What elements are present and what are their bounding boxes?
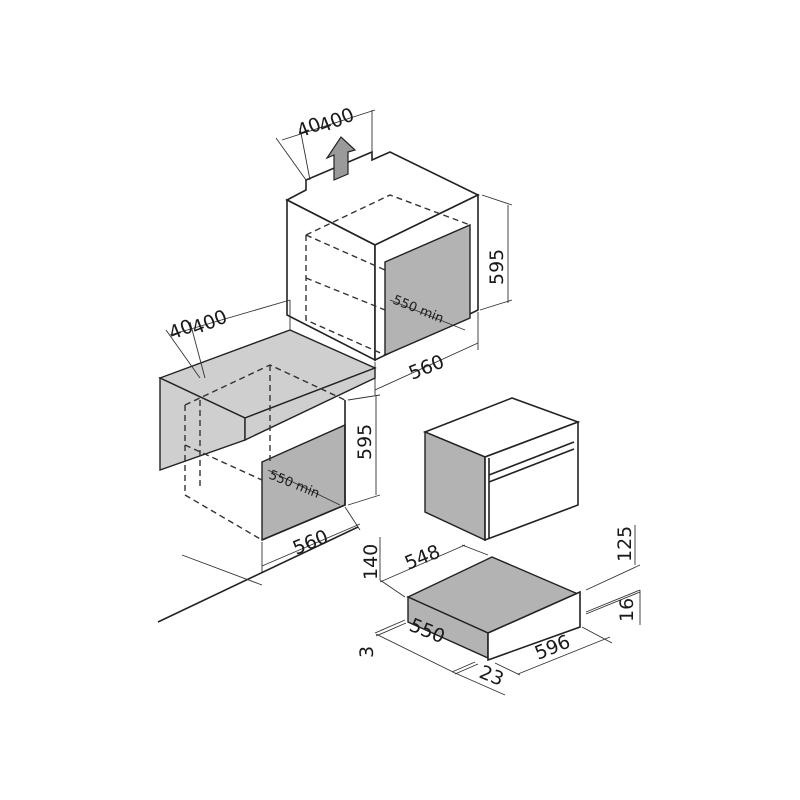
upper-cabinet (275, 109, 513, 395)
oven-front (484, 420, 579, 542)
countertop-side (244, 366, 376, 442)
drawer-front-thickness-label: 23 (476, 661, 507, 690)
upper-niche (384, 223, 471, 357)
drawer-depth-label: 548 (402, 541, 444, 575)
compact-oven (422, 397, 581, 542)
upper-vent-depth-label: 400 (316, 104, 358, 138)
drawer-front (487, 590, 581, 662)
lower-vent-depth-label: 400 (189, 306, 231, 340)
lower-height-label: 595 (354, 424, 376, 460)
upper-height-label: 595 (486, 249, 508, 285)
ventilation-arrow-icon (325, 136, 357, 181)
drawer-total-height-label: 140 (360, 544, 382, 580)
upper-width-label: 560 (406, 351, 448, 385)
drawer-panel-offset-label: 125 (614, 526, 636, 562)
lower-width-label: 560 (290, 526, 332, 560)
warming-drawer (374, 525, 641, 696)
drawer-bottom-gap-label: 3 (356, 646, 378, 658)
drawer-front-height-label: 16 (616, 598, 638, 622)
lower-cabinet (157, 299, 381, 623)
